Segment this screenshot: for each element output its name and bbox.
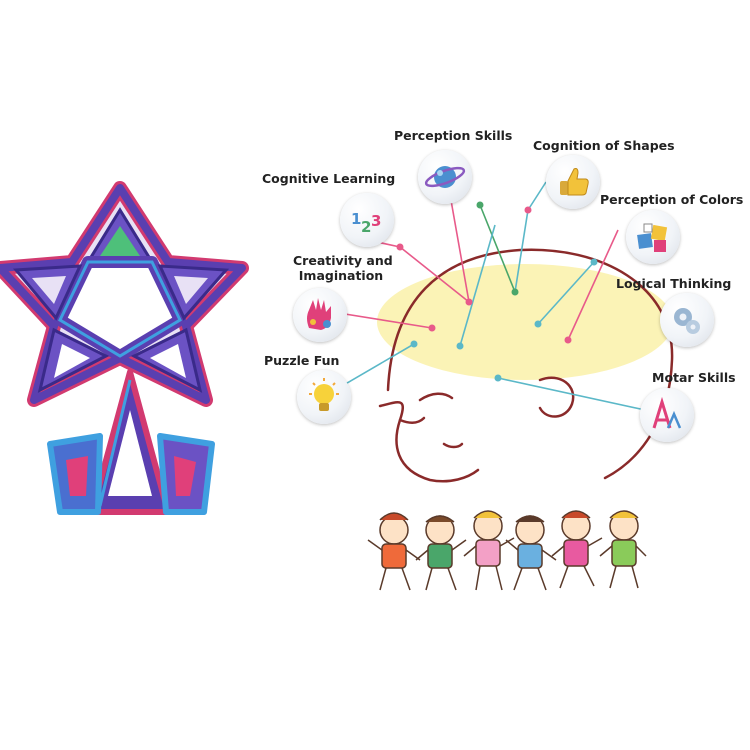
label-puzzle-fun: Puzzle Fun [264,353,340,368]
color-cubes-icon [626,210,680,264]
label-cognition-of-shapes: Cognition of Shapes [533,138,675,153]
label-perception-skills: Perception Skills [394,128,513,143]
light-bulb-icon [297,370,351,424]
label-perception-of-colors: Perception of Colors [600,192,744,207]
children-row [367,510,647,591]
child-figure-6 [599,510,647,589]
child-figure-1 [367,512,421,591]
brain-highlight [377,264,673,380]
child-figure-3 [463,510,515,591]
label-creativity-line1: Creativity and [293,253,393,268]
label-logical-thinking: Logical Thinking [616,276,732,291]
planet-icon [418,150,472,204]
child-figure-2 [415,515,467,591]
letters-icon [640,388,694,442]
child-figure-5 [551,510,603,589]
label-creativity-line2: Imagination [298,268,384,283]
magnetic-tile-star [0,181,249,407]
svg-text:3: 3 [371,212,381,230]
label-motar-skills: Motar Skills [652,370,736,385]
child-figure-4 [505,515,557,591]
magnetic-tile-pyramid [47,369,215,515]
label-creativity-and-imagination: Creativity and Imagination [293,253,393,283]
label-cognitive-learning: Cognitive Learning [262,171,396,186]
svg-text:2: 2 [361,218,371,236]
painted-hand-icon [293,288,347,342]
thumbs-up-icon [546,155,600,209]
svg-text:1: 1 [351,210,361,228]
connector-dots [396,201,598,382]
gears-icon [660,293,714,347]
